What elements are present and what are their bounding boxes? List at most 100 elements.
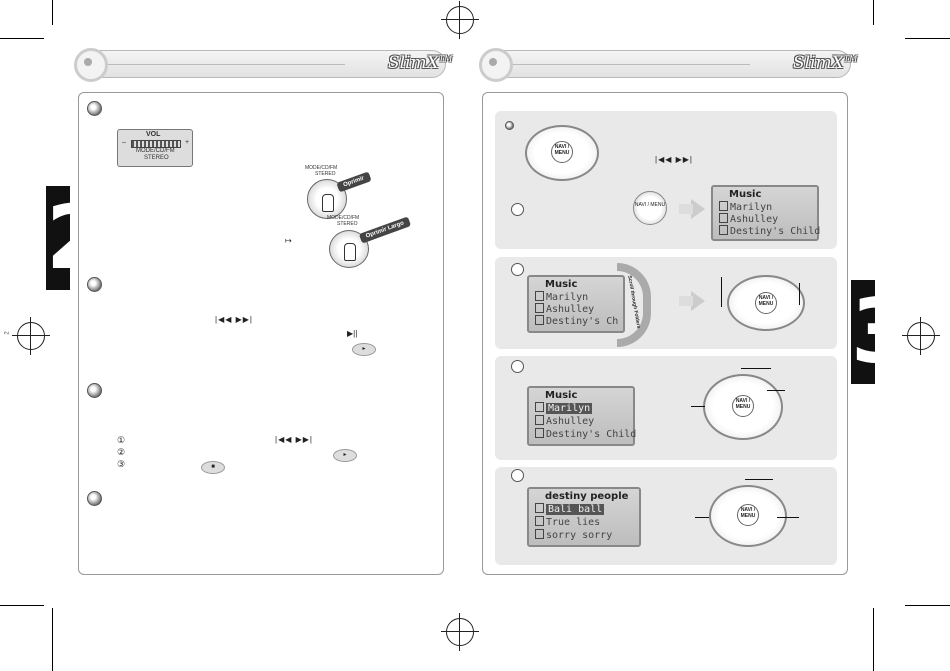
callout-line [799,283,800,305]
section-bullet-icon [505,121,514,130]
nav-menu-button[interactable]: NAVI / MENU [732,395,754,417]
skip-symbols: |◀◀ ▶▶| [275,435,313,444]
nav-menu-button[interactable]: NAVI / MENU [551,141,573,163]
header-circle-icon [74,48,108,82]
crop-mark [905,38,950,39]
long-press-ribbon: Oprimir Largo [358,216,412,244]
stop-button[interactable]: ■ [201,461,225,474]
mode-button-label: MODE/CD/FM [305,165,338,171]
nav-section-1: NAVI / MENU |◀◀ ▶▶| NAVI / MENU Music Ma… [495,111,837,249]
callout-line [695,517,709,518]
callout-line [721,277,722,307]
press-ribbon: Oprimir [336,171,372,193]
volume-label-1: MODE/CD/FM [136,148,175,154]
chapter-tab: 3 [851,280,875,384]
mode-button[interactable] [307,179,347,219]
section-bullet-icon [87,277,102,292]
play-button[interactable]: ▸ [352,343,376,356]
callout-line [745,479,773,480]
volume-widget: VOL – + MODE/CD/FM STEREO [117,129,193,167]
screen-title: Music [729,189,762,200]
registration-mark [12,317,50,355]
navigation-pad[interactable]: NAVI / MENU [525,125,599,181]
screen-item: sorry sorry [535,529,612,541]
screen-item-selected: Marilyn [535,402,593,414]
step-1: ① [117,435,126,445]
callout-line [777,517,799,518]
crop-mark [905,605,950,606]
nav-section-2: Music Marilyn Ashulley Destiny's Ch Scro… [495,257,837,349]
screen-item: Marilyn [719,201,772,213]
volume-minus: – [122,139,126,146]
section-bullet-icon [87,101,102,116]
skip-symbols: |◀◀ ▶▶| [655,155,693,164]
arrow-right-icon [679,199,705,219]
lcd-screen: destiny people Bali ball True lies sorry… [527,487,641,547]
section-bullet-icon [87,383,102,398]
screen-item: Ashulley [535,415,594,427]
arrow-right-icon [679,291,705,311]
mode-button-label: STEREO [337,221,358,227]
nav-section-4: destiny people Bali ball True lies sorry… [495,467,837,565]
volume-label-2: STEREO [144,155,169,161]
right-header-bar [483,50,851,78]
right-content-panel: NAVI / MENU |◀◀ ▶▶| NAVI / MENU Music Ma… [482,92,848,575]
crop-mark [873,0,874,25]
crop-mark [873,608,874,671]
brand-logo: SlimXTM [388,53,453,73]
hand-press-icon [344,243,356,261]
crop-mark [52,0,53,25]
screen-item: Ashulley [719,213,778,225]
registration-mark [902,317,940,355]
section-bullet-icon [87,491,102,506]
screen-item: Destiny's Child [535,428,636,440]
left-content-panel: VOL – + MODE/CD/FM STEREO MODE/CD/FM STE… [78,92,444,575]
screen-item: Ashulley [535,303,594,315]
screen-item: Destiny's Child [719,225,820,237]
registration-mark [441,1,479,39]
screen-title: Music [545,279,578,290]
step-bullet-icon [511,469,524,482]
screen-title: destiny people [545,491,629,502]
registration-mark [441,613,479,651]
left-header-bar [78,50,446,78]
volume-title: VOL [146,131,161,138]
nav-section-3: Music Marilyn Ashulley Destiny's Child N… [495,356,837,460]
navigation-pad[interactable]: NAVI / MENU [727,275,805,331]
step-2: ② [117,447,126,457]
screen-item: True lies [535,516,600,528]
step-bullet-icon [511,263,524,276]
callout-line [767,390,785,391]
mode-button-label: STEREO [315,171,336,177]
lcd-screen: Music Marilyn Ashulley Destiny's Child [711,185,820,241]
step-3: ③ [117,459,126,469]
hand-press-icon [322,194,334,212]
nav-menu-button[interactable]: NAVI / MENU [755,292,777,314]
screen-item-selected: Bali ball [535,503,605,515]
navigation-pad[interactable]: NAVI / MENU [703,374,783,440]
brand-logo: SlimXTM [793,53,858,73]
crop-mark [0,605,44,606]
screen-title: Music [545,390,578,401]
skip-symbols: |◀◀ ▶▶| [215,315,253,324]
crop-mark [52,608,53,671]
navigation-pad[interactable]: NAVI / MENU [709,485,787,547]
step-bullet-icon [511,360,524,373]
lcd-screen: Music Marilyn Ashulley Destiny's Ch [527,275,625,333]
volume-plus: + [185,139,190,146]
play-button[interactable]: ▸ [333,449,357,462]
step-bullet-icon [511,203,524,216]
side-mark: 2 [4,331,11,335]
lcd-screen: Music Marilyn Ashulley Destiny's Child [527,386,636,446]
mode-button-label: MODE/CD/FM [327,215,360,221]
callout-line [691,406,705,407]
header-circle-icon [479,48,513,82]
nav-menu-press-icon[interactable]: NAVI / MENU [633,191,667,225]
crop-mark [0,38,44,39]
play-pause-symbol: ▶|| [347,329,358,338]
screen-item: Marilyn [535,291,588,303]
nav-menu-button[interactable]: NAVI / MENU [737,504,759,526]
chapter-tab: 2 [46,186,70,290]
volume-slider[interactable] [131,140,181,148]
callout-line [741,368,771,369]
